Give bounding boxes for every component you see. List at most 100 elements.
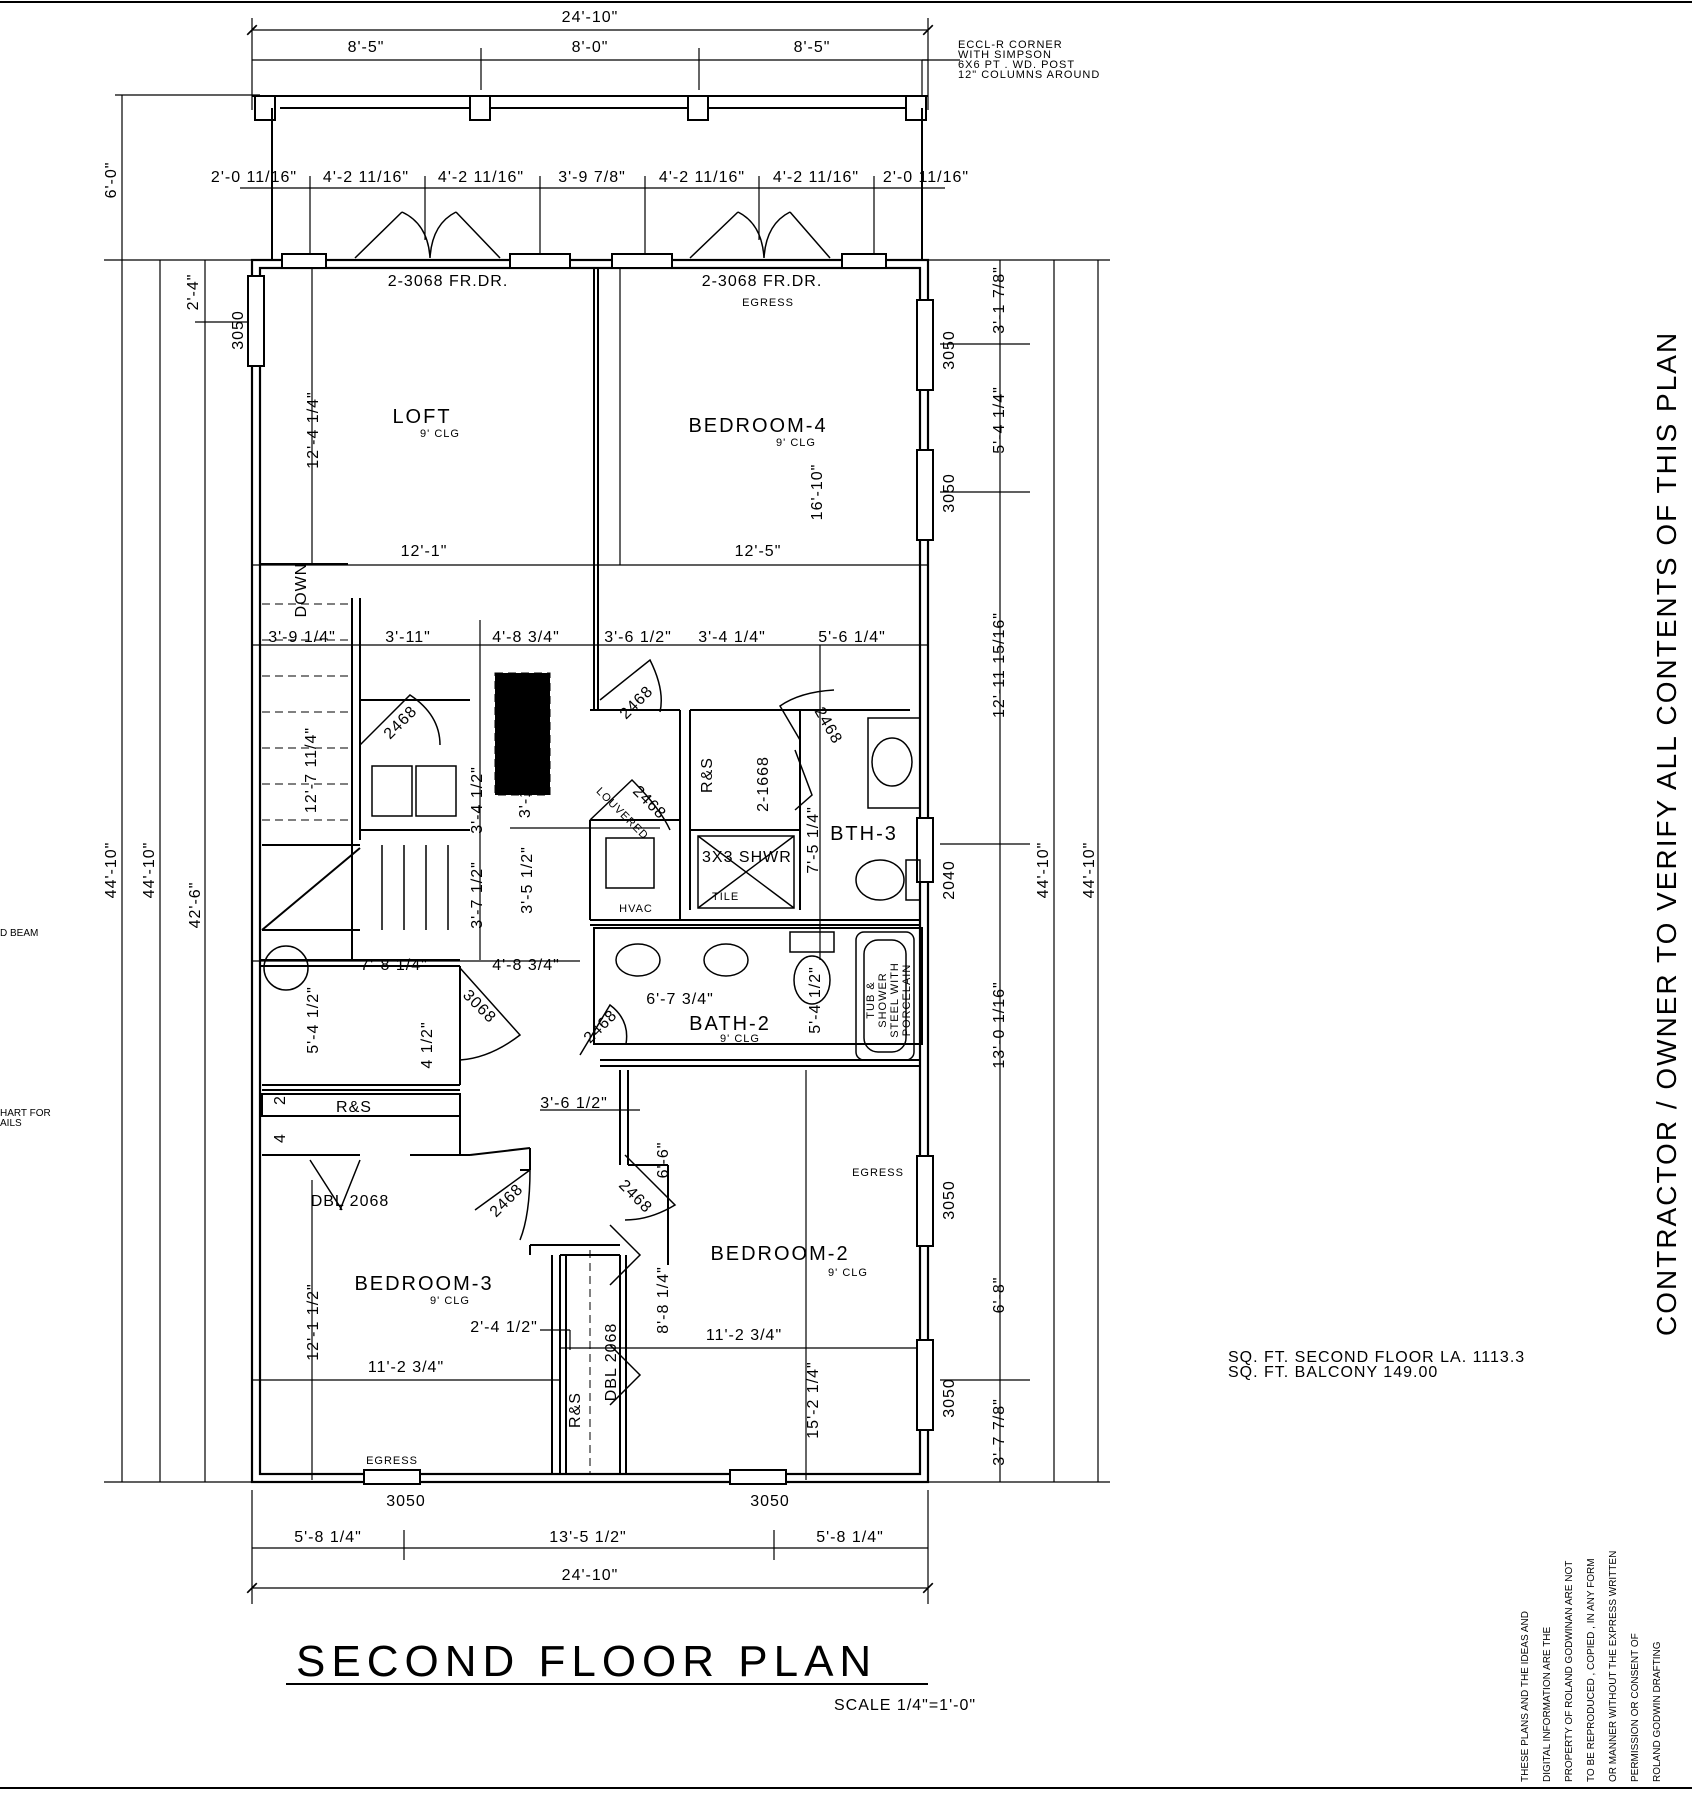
label-3068: 3068	[459, 987, 499, 1027]
dimension-lines	[104, 18, 1110, 1604]
stub-2: 2	[272, 1095, 289, 1105]
label-2468-a: 2468	[381, 703, 421, 743]
dim-left-44-b: 44'-10"	[141, 842, 158, 899]
dim-r-3-7: 3'-7 7/8"	[991, 1398, 1008, 1466]
window-3050-right-4	[916, 1339, 934, 1431]
room-bedroom-3-clg: 9' CLG	[430, 1295, 470, 1307]
column-post	[469, 95, 491, 121]
column-post	[254, 95, 276, 121]
bth3-vanity	[867, 717, 921, 809]
room-bth3: BTH-3	[830, 823, 898, 845]
label-down: DOWN	[293, 563, 310, 618]
dim-right-44-b: 44'-10"	[1081, 842, 1098, 899]
dim-mid-5: 3'-4 1/4"	[698, 629, 766, 646]
plan-scale: SCALE 1/4"=1'-0"	[834, 1697, 976, 1714]
stair-risers	[381, 845, 449, 930]
dim-top-a: 8'-5"	[348, 39, 385, 56]
label-rs-bth3: R&S	[699, 757, 716, 793]
dim-hall-1: 7'-8 1/4"	[360, 957, 428, 974]
label-egress-top: EGRESS	[742, 297, 794, 309]
label-2468-b: 2468	[617, 683, 657, 723]
dim-left-42: 42'-6"	[187, 882, 204, 929]
dim-bed3-h: 12'-1 1/2"	[305, 1283, 322, 1360]
window-3050-right-1	[916, 299, 934, 391]
room-loft: LOFT	[392, 406, 451, 428]
dim-right-44-a: 44'-10"	[1035, 842, 1052, 899]
left-note-details: AILS	[0, 1118, 22, 1129]
window-top-2	[509, 253, 571, 269]
room-loft-clg: 9' CLG	[420, 428, 460, 440]
dim-disap: 3'-11 3/4"	[517, 742, 534, 818]
dim-loft-w: 12'-1"	[401, 543, 448, 560]
dim-bed2-w: 11'-2 3/4"	[706, 1327, 782, 1344]
label-2468-e: 2468	[581, 1007, 621, 1047]
win-3050-r2: 3050	[941, 473, 958, 513]
label-rs-hall: R&S	[336, 1099, 372, 1116]
dryer	[415, 765, 457, 817]
window-top-1	[281, 253, 327, 269]
window-2040-right	[916, 817, 934, 883]
dim-hall-5-4: 5'-4 1/2"	[305, 986, 322, 1054]
text-labels: 24'-10" 8'-5" 8'-0" 8'-5" ECCL-R CORNER …	[0, 9, 1682, 1782]
dim-bot-a: 5'-8 1/4"	[294, 1529, 362, 1546]
column-post	[687, 95, 709, 121]
dim-mid-3: 4'-8 3/4"	[492, 629, 560, 646]
dim-r-5-4: 5'-4 1/4"	[991, 386, 1008, 454]
label-rs-bed3: R&S	[567, 1392, 584, 1428]
dim-bed3-2-4: 2'-4 1/2"	[470, 1319, 538, 1336]
stub-4: 4	[272, 1133, 289, 1143]
window-3050-left	[247, 275, 265, 367]
copyright-1: THESE PLANS AND THE IDEAS AND	[1520, 1611, 1531, 1782]
win-3050-r3: 3050	[941, 1180, 958, 1220]
hvac-unit	[605, 837, 655, 889]
copyright-6: PERMISSION OR CONSENT OF	[1630, 1633, 1641, 1782]
dim-left-44-a: 44'-10"	[103, 842, 120, 899]
dim-bed2-h: 15'-2 1/4"	[805, 1361, 822, 1438]
washer	[371, 765, 413, 817]
copyright-5: OR MANNER WITHOUT THE EXPRESS WRITTEN	[1608, 1551, 1619, 1782]
dim-bal-7: 2'-0 11/16"	[883, 169, 969, 186]
copyright-2: DIGITAL INFORMATION ARE THE	[1542, 1626, 1553, 1782]
dim-hall-4: 4 1/2"	[419, 1021, 436, 1068]
label-porcelain: PORCELAIN	[901, 964, 913, 1037]
label-hvac: HVAC	[619, 903, 653, 915]
win-3050-b1: 3050	[386, 1493, 426, 1510]
dim-mid-4: 3'-6 1/2"	[604, 629, 672, 646]
window-top-3	[611, 253, 673, 269]
win-3050-b2: 3050	[750, 1493, 790, 1510]
label-fr-dr-right: 2-3068 FR.DR.	[702, 273, 823, 290]
dim-r-6-8: 6'-8"	[991, 1277, 1008, 1314]
dim-bal-2: 4'-2 11/16"	[323, 169, 409, 186]
window-3050-right-3	[916, 1155, 934, 1247]
dim-bal-5: 4'-2 11/16"	[659, 169, 745, 186]
dim-bot-overall: 24'-10"	[562, 1567, 619, 1584]
label-tile: TILE	[712, 891, 739, 903]
dim-top-b: 8'-0"	[572, 39, 609, 56]
label-egress-bed3: EGRESS	[366, 1455, 418, 1467]
fixtures	[263, 717, 921, 1061]
label-tub: TUB &	[865, 981, 877, 1018]
label-steel: STEEL WITH	[889, 962, 901, 1038]
room-bedroom-3: BEDROOM-3	[354, 1273, 493, 1295]
window-3050-bottom-1	[363, 1469, 421, 1485]
dim-top-overall: 24'-10"	[562, 9, 619, 26]
room-bath-2: BATH-2	[689, 1013, 771, 1035]
dim-mid-2: 3'-11"	[385, 629, 431, 646]
room-bath-2-clg: 9' CLG	[720, 1033, 760, 1045]
win-3050-left: 3050	[230, 310, 247, 350]
label-2-1668: 2-1668	[755, 756, 772, 812]
dim-bth3-h: 7'-5 1/4"	[805, 806, 822, 874]
corner-note-3: 6X6 PT . WD. POST	[958, 59, 1075, 71]
room-bedroom-4-clg: 9' CLG	[776, 437, 816, 449]
label-disap-stairs: DISAP. STAIRS	[497, 693, 509, 783]
sqft-balcony: SQ. FT. BALCONY 149.00	[1228, 1364, 1438, 1381]
sqft-second-floor: SQ. FT. SECOND FLOOR LA. 1113.3	[1228, 1349, 1525, 1366]
water-heater	[263, 945, 309, 991]
bath2-sink-right	[703, 943, 749, 977]
label-fr-dr-left: 2-3068 FR.DR.	[388, 273, 509, 290]
win-2040: 2040	[941, 860, 958, 900]
dim-mid-6: 5'-6 1/4"	[818, 629, 886, 646]
dim-bal-1: 2'-0 11/16"	[211, 169, 297, 186]
dim-left-6: 6'-0"	[103, 162, 120, 199]
